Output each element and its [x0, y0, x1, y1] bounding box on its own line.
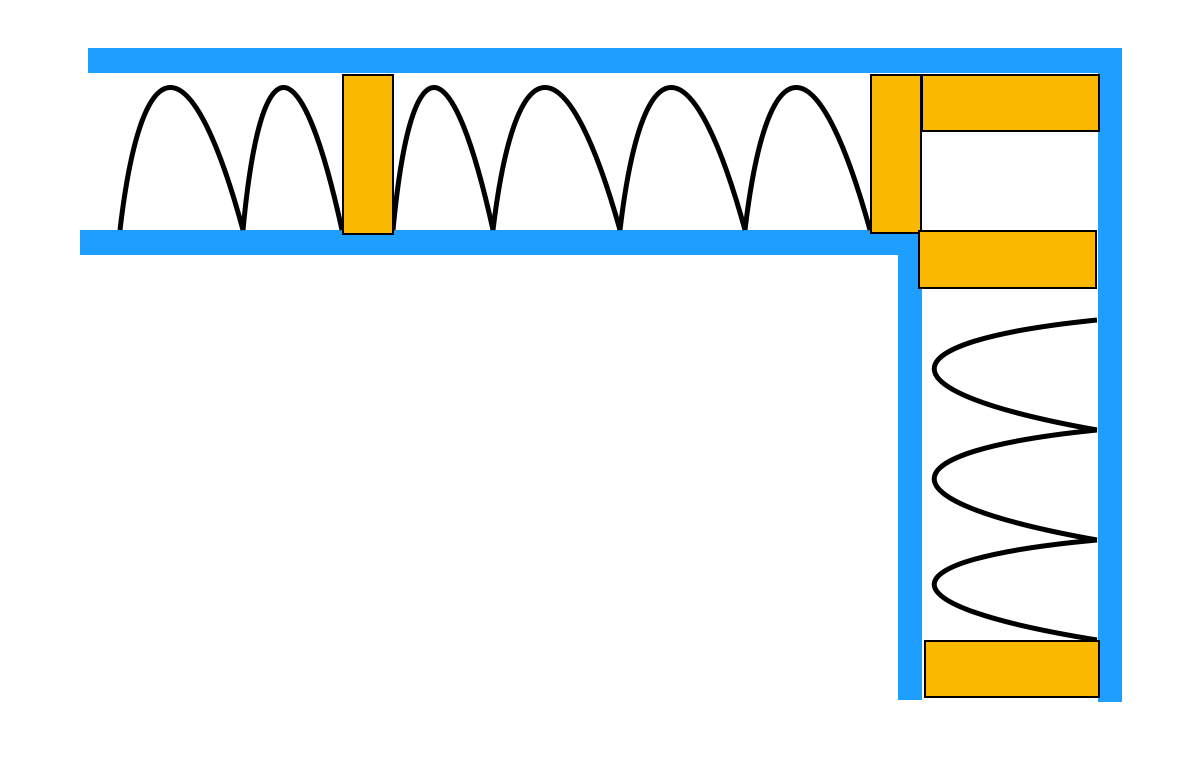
vertical-spring-loop	[932, 427, 1098, 543]
block-corner-top	[921, 74, 1100, 132]
block-corner-vertical	[870, 74, 922, 234]
horizontal-spring-arch	[742, 85, 873, 231]
wall-lower-horizontal	[80, 230, 922, 255]
horizontal-spring-arch	[117, 85, 246, 231]
vertical-spring-loop	[931, 537, 1098, 643]
horizontal-spring-arch	[490, 85, 623, 231]
wall-right	[1098, 48, 1122, 702]
blocks	[342, 74, 1100, 698]
block-corner-lower	[918, 230, 1097, 289]
springs	[117, 85, 1098, 643]
wall-top	[88, 48, 1122, 73]
block-bottom	[924, 640, 1100, 698]
walls	[80, 48, 1122, 702]
horizontal-spring-arch	[390, 85, 496, 231]
horizontal-spring-arch	[240, 85, 345, 231]
vertical-spring-loop	[932, 317, 1098, 433]
block-middle	[342, 74, 394, 235]
wall-inner-vertical	[898, 230, 922, 700]
horizontal-spring-arch	[617, 85, 748, 231]
